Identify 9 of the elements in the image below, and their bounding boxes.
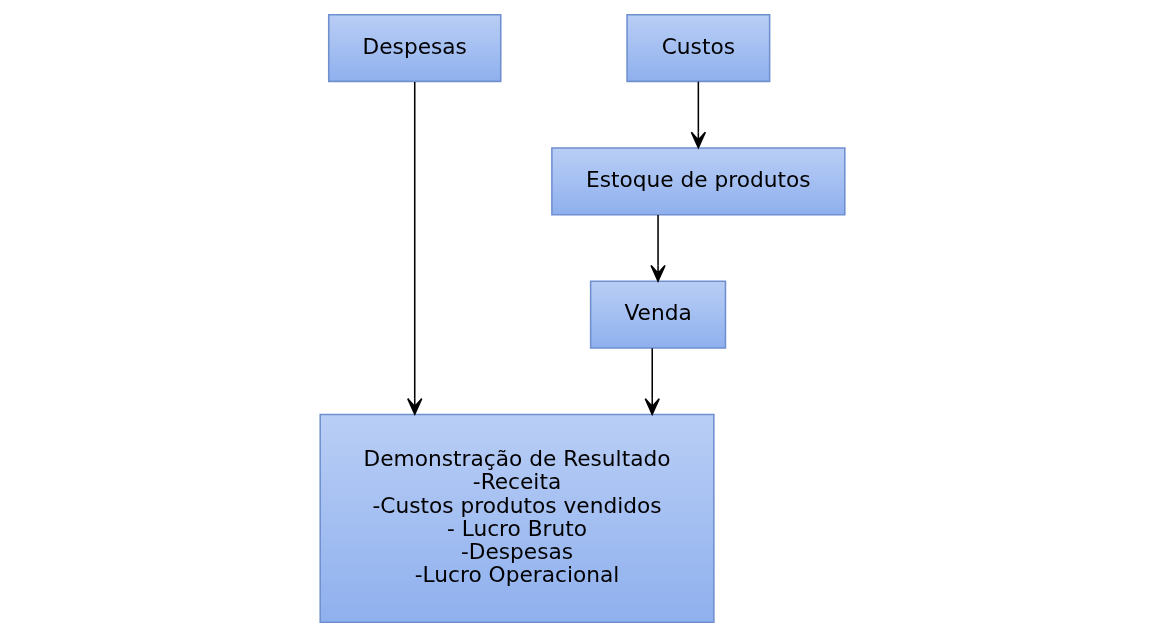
node-box: Venda <box>589 280 726 349</box>
node-box: Custos <box>625 13 770 83</box>
node-box: Estoque de produtos <box>550 147 846 216</box>
node-box: Demonstração de Resultado -Receita -Custos produtos vendidos - Lucro Bruto -Despesas -Lucro Operacional <box>318 413 715 624</box>
arrow <box>406 81 422 415</box>
node-box: Despesas <box>327 13 502 83</box>
arrow <box>644 347 660 416</box>
arrow <box>649 214 666 282</box>
arrow <box>690 80 706 149</box>
